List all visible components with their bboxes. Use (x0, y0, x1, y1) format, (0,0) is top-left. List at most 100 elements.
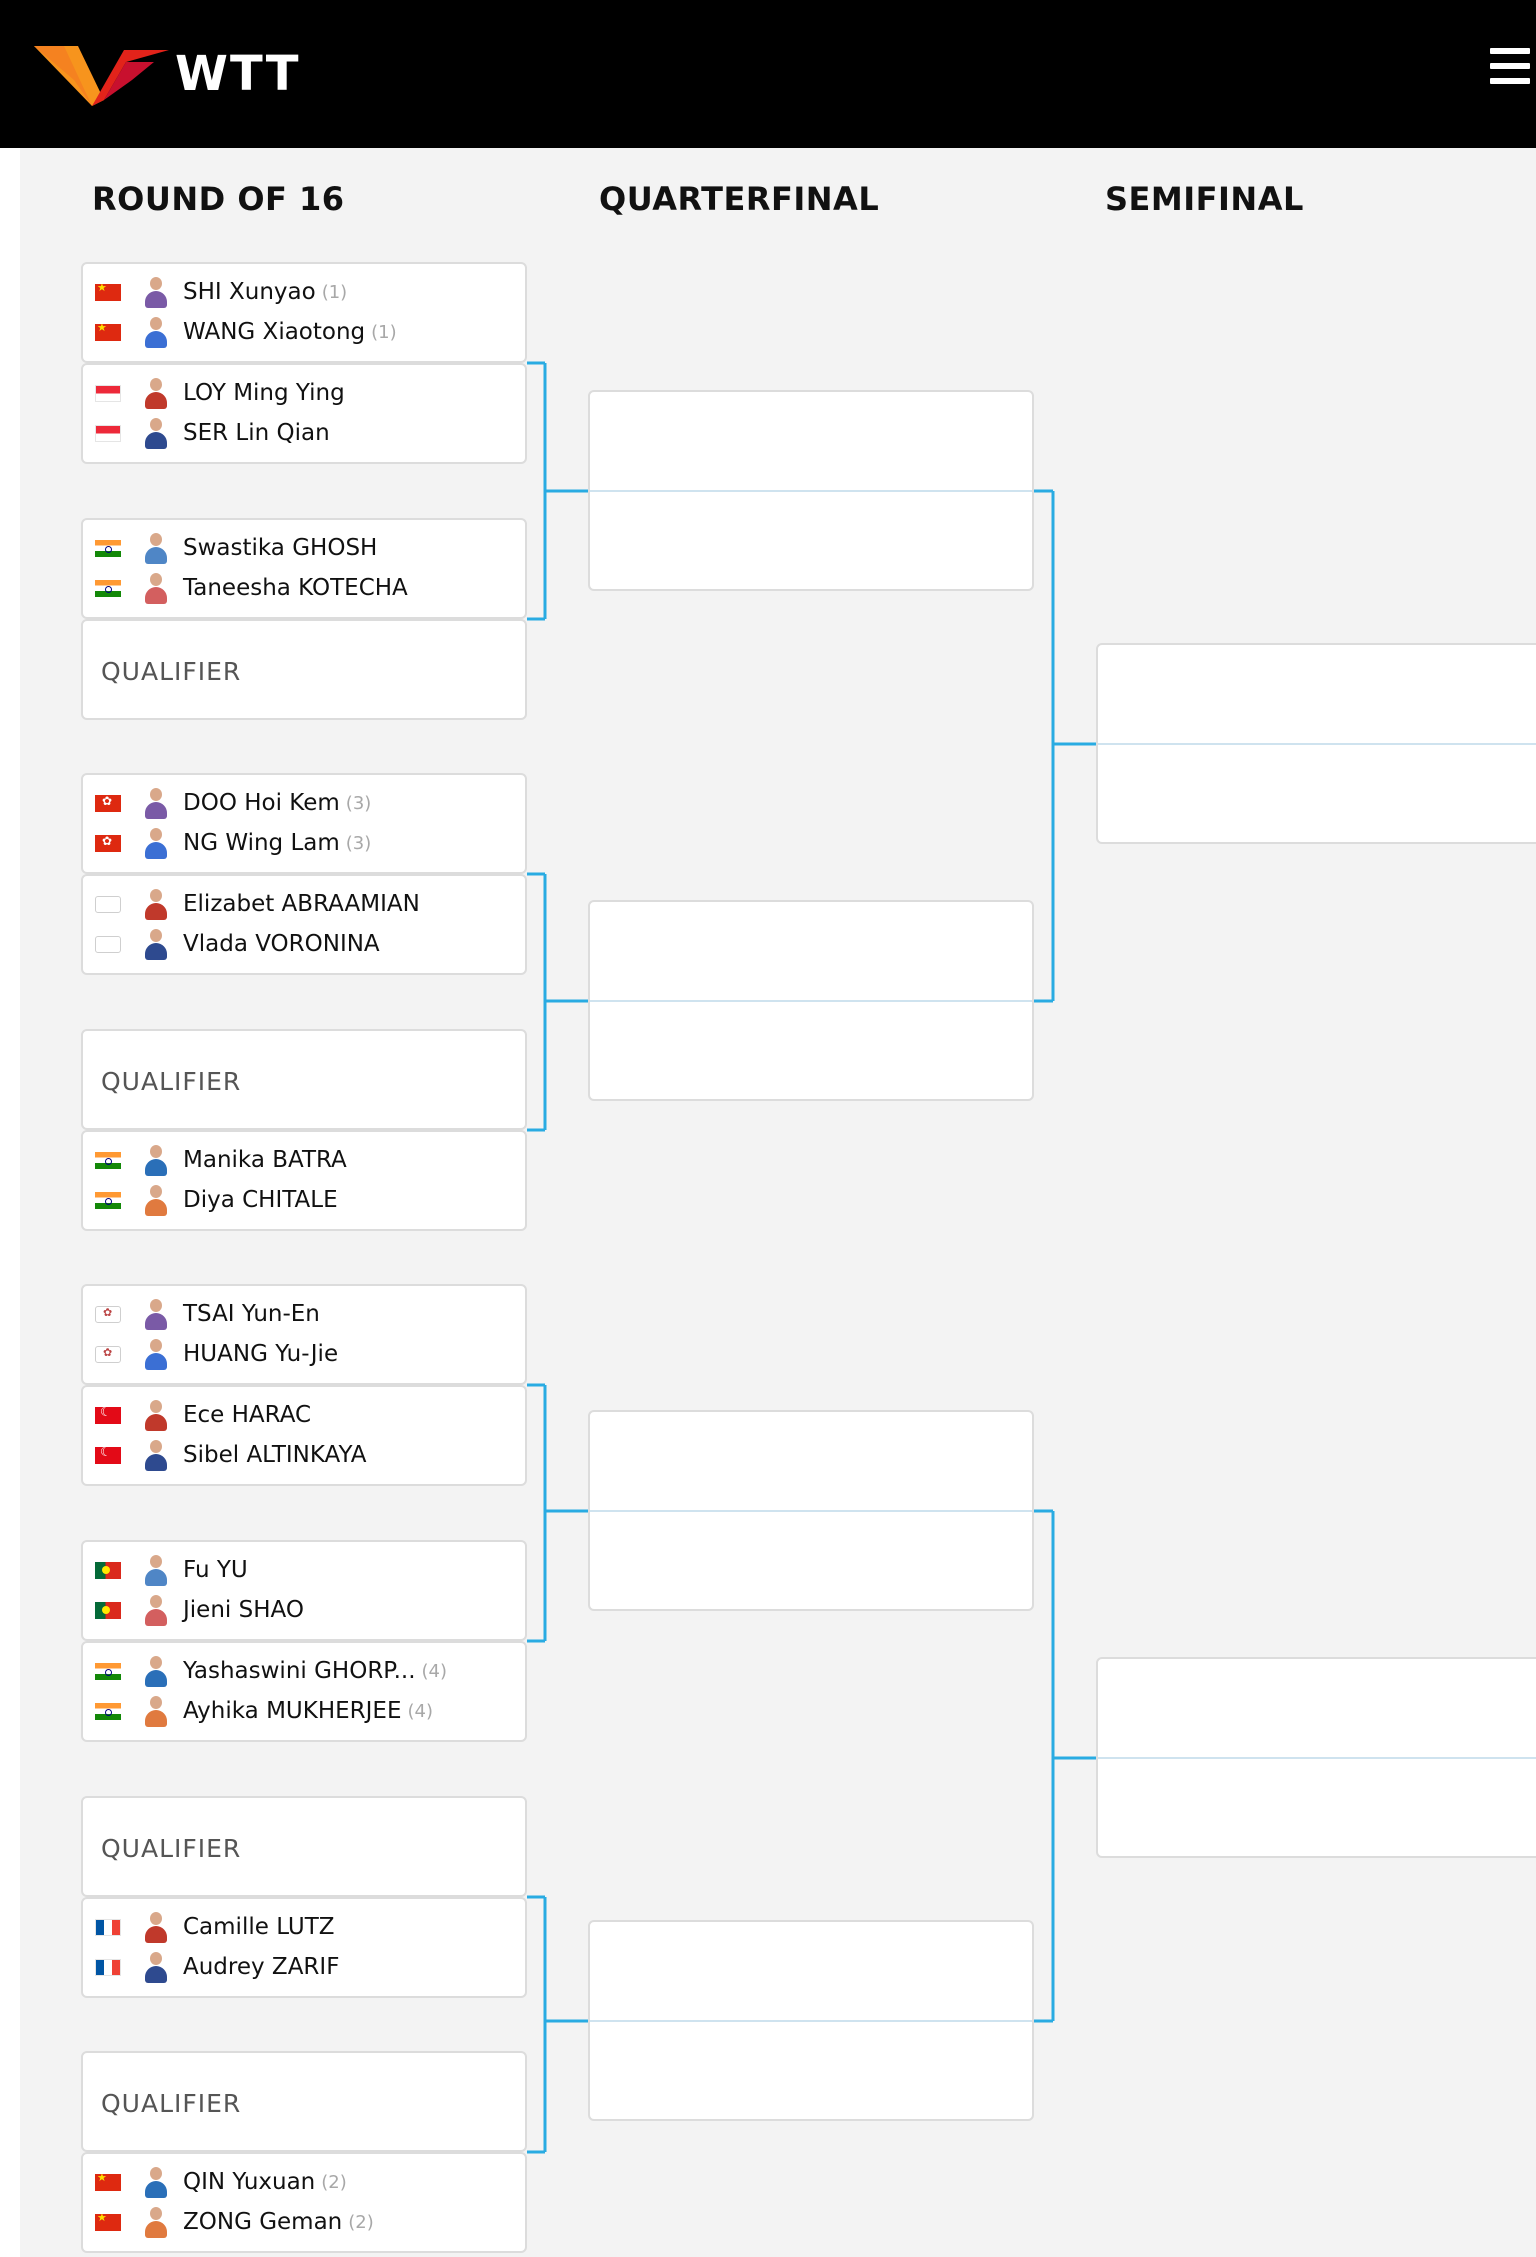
player-row[interactable]: Vlada VORONINA (95, 926, 380, 962)
player-name[interactable]: SHI Xunyao (183, 279, 316, 305)
player-name[interactable]: Ayhika MUKHERJEE (183, 1698, 402, 1724)
player-row[interactable]: NG Wing Lam(3) (95, 825, 371, 861)
player-row[interactable]: DOO Hoi Kem(3) (95, 785, 371, 821)
player-name[interactable]: Fu YU (183, 1557, 248, 1583)
round-of-16-entry[interactable]: QUALIFIER (81, 619, 527, 720)
player-row[interactable]: Jieni SHAO (95, 1592, 304, 1628)
player-row[interactable]: SHI Xunyao(1) (95, 274, 347, 310)
round-of-16-entry[interactable]: Fu YU Jieni SHAO (81, 1540, 527, 1641)
player-name[interactable]: Vlada VORONINA (183, 931, 380, 957)
player-row[interactable]: Manika BATRA (95, 1142, 347, 1178)
player-name[interactable]: Elizabet ABRAAMIAN (183, 891, 420, 917)
player-row[interactable]: Yashaswini GHORP...(4) (95, 1653, 447, 1689)
country-flag-icon (95, 1151, 121, 1169)
player-name[interactable]: WANG Xiaotong (183, 319, 366, 345)
player-name[interactable]: Taneesha KOTECHA (183, 575, 408, 601)
player-row[interactable]: Ayhika MUKHERJEE(4) (95, 1693, 433, 1729)
player-avatar-icon (143, 1910, 169, 1944)
round-of-16-entry[interactable]: QIN Yuxuan(2) ZONG Geman(2) (81, 2152, 527, 2253)
brand-name: WTT (175, 46, 301, 102)
player-avatar-icon (143, 1950, 169, 1984)
country-flag-icon (95, 539, 121, 557)
player-row[interactable]: HUANG Yu-Jie (95, 1336, 338, 1372)
quarterfinal-match-1[interactable] (588, 390, 1034, 591)
player-row[interactable]: ZONG Geman(2) (95, 2204, 374, 2240)
round-of-16-entry[interactable]: SHI Xunyao(1)WANG Xiaotong(1) (81, 262, 527, 363)
player-avatar-icon (143, 1337, 169, 1371)
seed-number: (1) (321, 281, 348, 303)
player-row[interactable]: Elizabet ABRAAMIAN (95, 886, 420, 922)
player-row[interactable]: Sibel ALTINKAYA (95, 1437, 366, 1473)
round-of-16-entry[interactable]: Ece HARAC Sibel ALTINKAYA (81, 1385, 527, 1486)
player-row[interactable]: Swastika GHOSH (95, 530, 377, 566)
player-avatar-icon (143, 887, 169, 921)
player-name[interactable]: SER Lin Qian (183, 420, 330, 446)
player-name[interactable]: HUANG Yu-Jie (183, 1341, 339, 1367)
player-row[interactable]: Audrey ZARIF (95, 1949, 339, 1985)
player-name[interactable]: Camille LUTZ (183, 1914, 335, 1940)
player-avatar-icon (143, 1438, 169, 1472)
round-of-16-entry[interactable]: Manika BATRA Diya CHITALE (81, 1130, 527, 1231)
quarterfinal-match-4[interactable] (588, 1920, 1034, 2121)
country-flag-icon (95, 1446, 121, 1464)
player-row[interactable]: LOY Ming Ying (95, 375, 345, 411)
country-flag-icon (95, 1345, 121, 1363)
round-of-16-entry[interactable]: Camille LUTZ Audrey ZARIF (81, 1897, 527, 1998)
player-name[interactable]: Yashaswini GHORP... (183, 1658, 416, 1684)
hamburger-menu-icon[interactable] (1490, 48, 1530, 88)
round-of-16-entry[interactable]: QUALIFIER (81, 1029, 527, 1130)
player-avatar-icon (143, 416, 169, 450)
player-name[interactable]: Diya CHITALE (183, 1187, 338, 1213)
player-row[interactable]: TSAI Yun-En (95, 1296, 320, 1332)
player-row[interactable]: Diya CHITALE (95, 1182, 338, 1218)
player-name[interactable]: ZONG Geman (183, 2209, 343, 2235)
slot-divider (590, 2020, 1032, 2022)
player-avatar-icon (143, 571, 169, 605)
player-avatar-icon (143, 275, 169, 309)
quarterfinal-match-3[interactable] (588, 1410, 1034, 1611)
player-avatar-icon (143, 376, 169, 410)
round-of-16-entry[interactable]: Yashaswini GHORP...(4) Ayhika MUKHERJEE(4… (81, 1641, 527, 1742)
player-row[interactable]: Camille LUTZ (95, 1909, 335, 1945)
player-name[interactable]: TSAI Yun-En (183, 1301, 320, 1327)
round-of-16-entry[interactable]: Elizabet ABRAAMIAN Vlada VORONINA (81, 874, 527, 975)
player-row[interactable]: Taneesha KOTECHA (95, 570, 408, 606)
player-row[interactable]: Fu YU (95, 1552, 248, 1588)
quarterfinal-match-2[interactable] (588, 900, 1034, 1101)
seed-number: (1) (371, 321, 397, 343)
round-of-16-entry[interactable]: DOO Hoi Kem(3) NG Wing Lam(3) (81, 773, 527, 874)
player-avatar-icon (143, 315, 169, 349)
player-avatar-icon (143, 826, 169, 860)
player-row[interactable]: SER Lin Qian (95, 415, 330, 451)
player-avatar-icon (143, 1398, 169, 1432)
semifinal-match-2[interactable] (1096, 1657, 1536, 1858)
player-name[interactable]: NG Wing Lam (183, 830, 340, 856)
connector-r16-to-qf (527, 1895, 588, 2154)
country-flag-icon (95, 834, 121, 852)
player-name[interactable]: Sibel ALTINKAYA (183, 1442, 367, 1468)
player-name[interactable]: Audrey ZARIF (183, 1954, 340, 1980)
player-name[interactable]: QIN Yuxuan (183, 2169, 316, 2195)
slot-divider (590, 1510, 1032, 1512)
player-name[interactable]: LOY Ming Ying (183, 380, 345, 406)
player-row[interactable]: Ece HARAC (95, 1397, 311, 1433)
player-row[interactable]: WANG Xiaotong(1) (95, 314, 397, 350)
round-of-16-entry[interactable]: Swastika GHOSH Taneesha KOTECHA (81, 518, 527, 619)
country-flag-icon (95, 579, 121, 597)
country-flag-icon (95, 1662, 121, 1680)
player-row[interactable]: QIN Yuxuan(2) (95, 2164, 347, 2200)
round-of-16-entry[interactable]: QUALIFIER (81, 1796, 527, 1897)
player-name[interactable]: Swastika GHOSH (183, 535, 378, 561)
country-flag-icon (95, 2173, 121, 2191)
player-name[interactable]: DOO Hoi Kem (183, 790, 340, 816)
semifinal-match-1[interactable] (1096, 643, 1536, 844)
round-of-16-entry[interactable]: QUALIFIER (81, 2051, 527, 2152)
round-of-16-entry[interactable]: TSAI Yun-EnHUANG Yu-Jie (81, 1284, 527, 1385)
player-name[interactable]: Jieni SHAO (183, 1597, 304, 1623)
player-avatar-icon (143, 531, 169, 565)
wtt-logo-icon[interactable] (34, 40, 169, 106)
connector-r16-to-qf (527, 1383, 588, 1643)
player-name[interactable]: Ece HARAC (183, 1402, 312, 1428)
player-name[interactable]: Manika BATRA (183, 1147, 347, 1173)
